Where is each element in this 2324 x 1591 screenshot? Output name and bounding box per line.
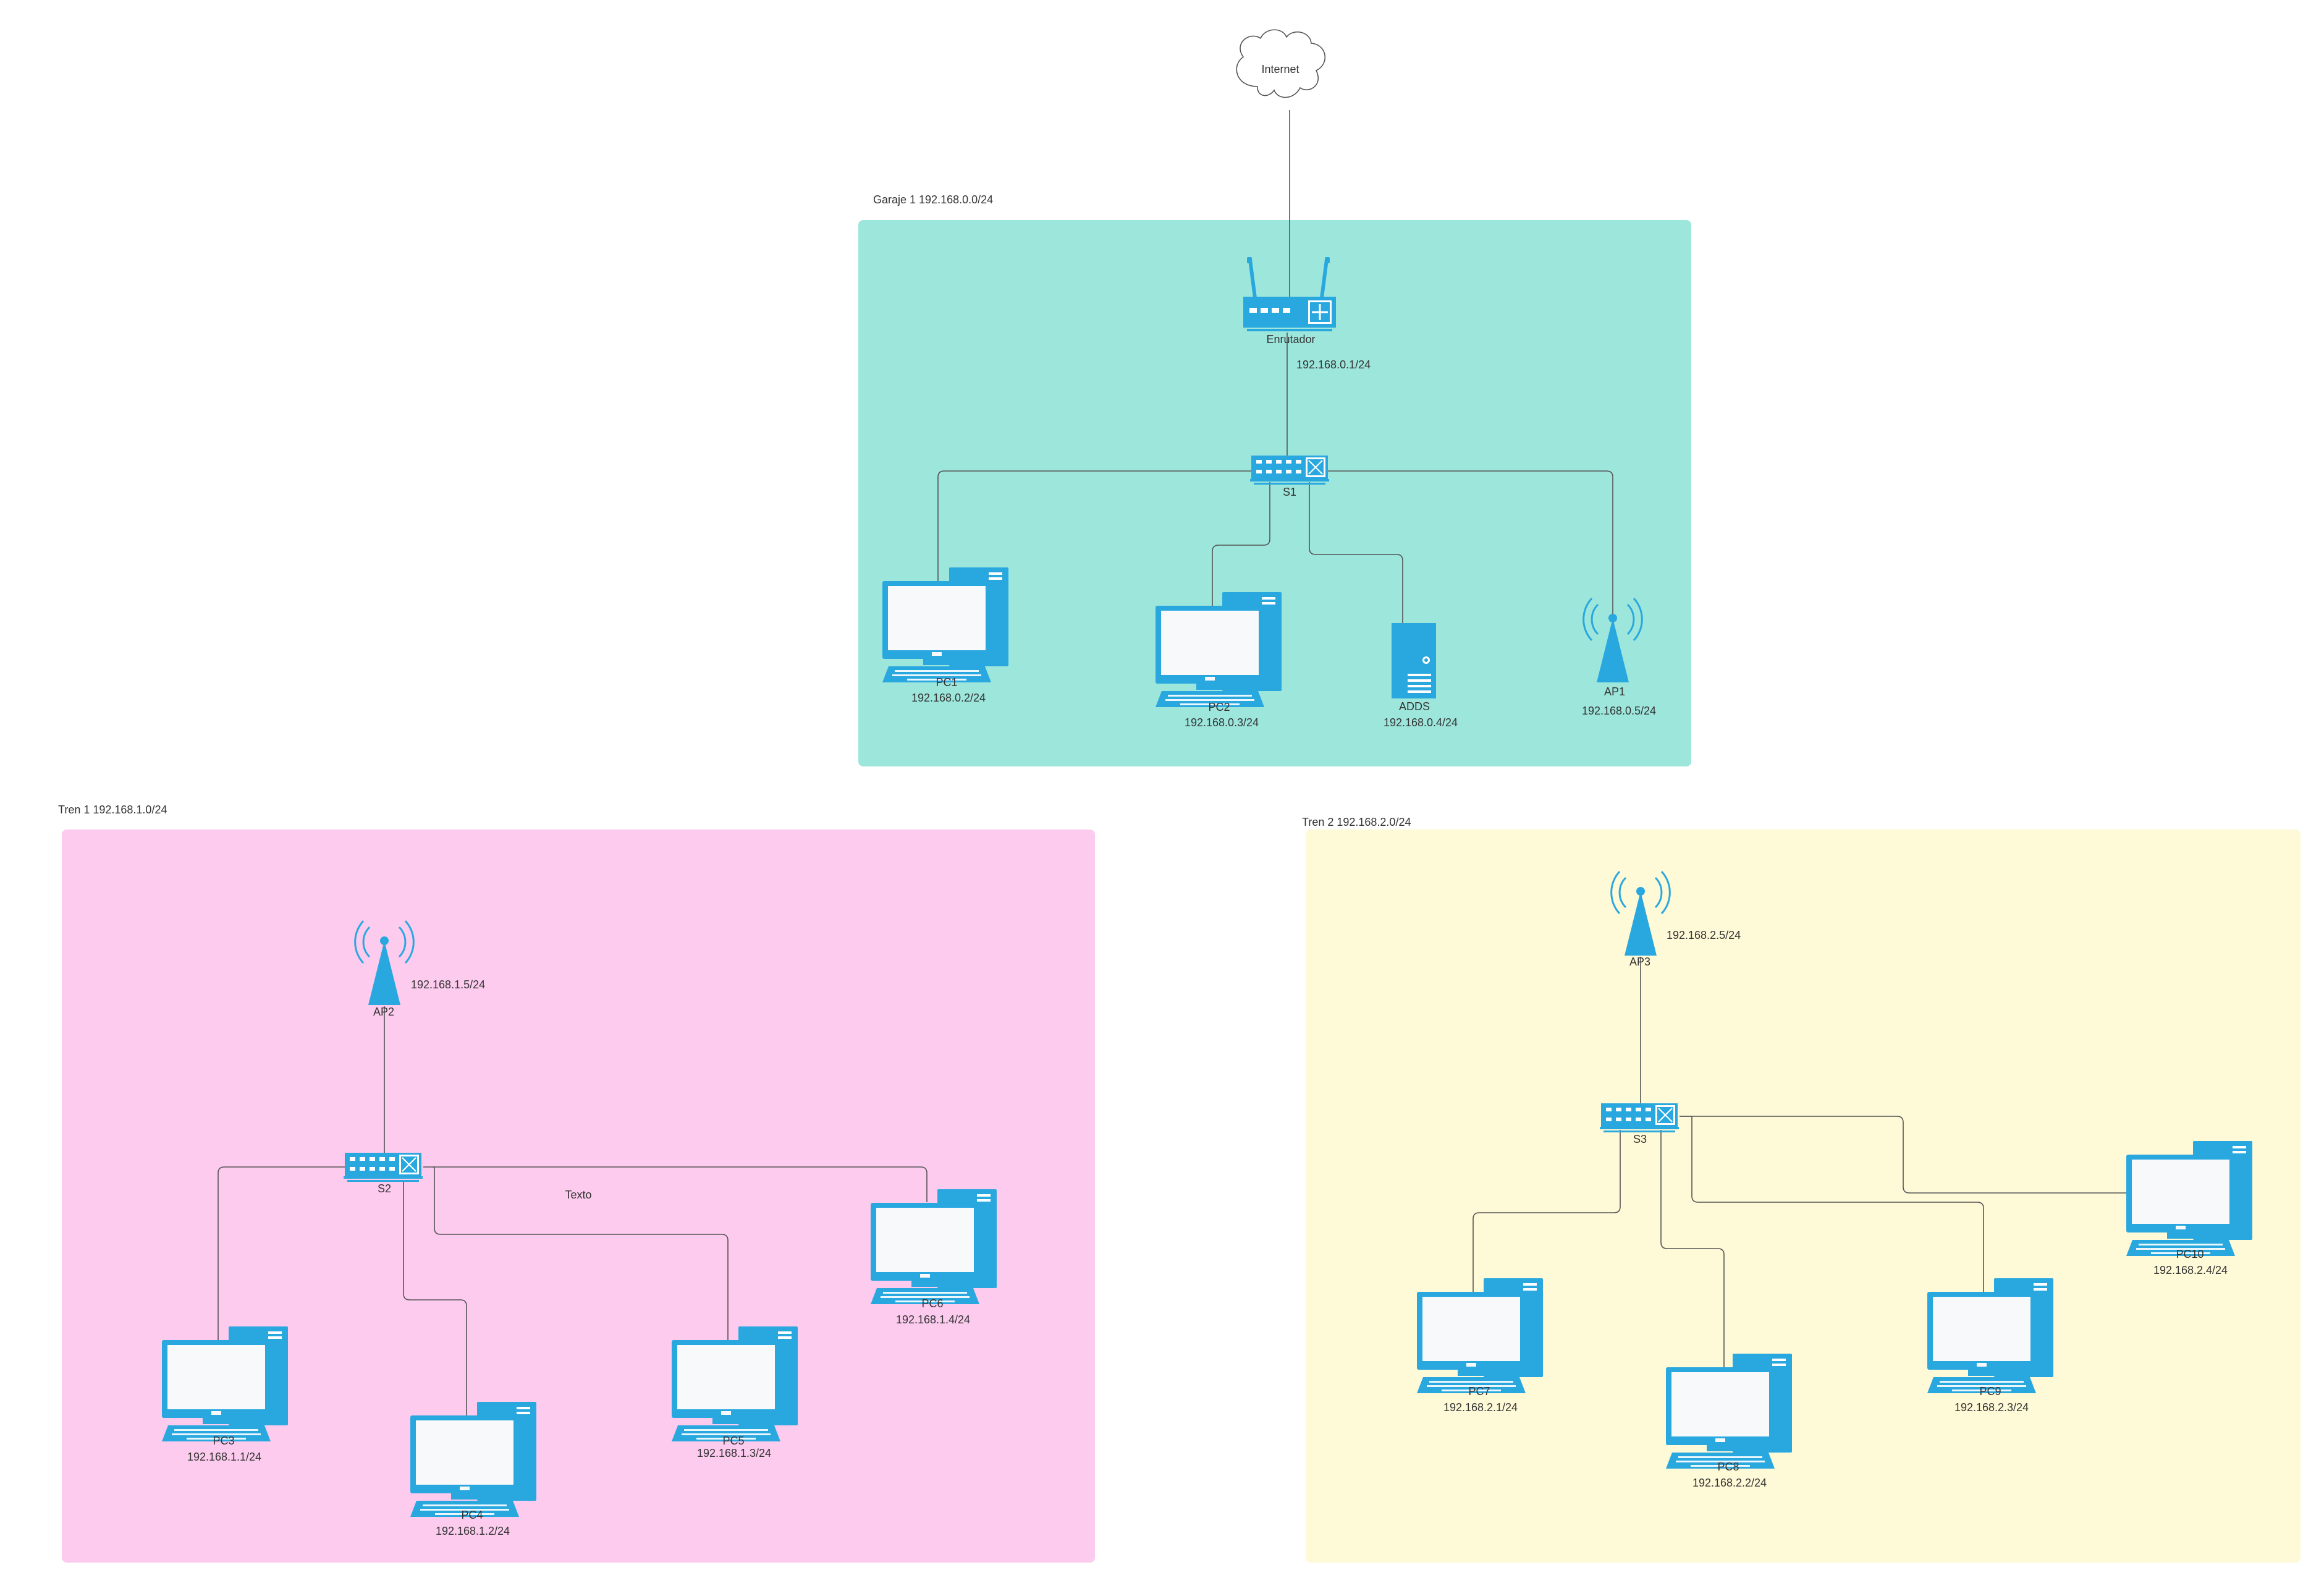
link-s3-pc10 <box>1680 1116 2127 1194</box>
link-s3-pc8 <box>1660 1130 1725 1367</box>
ap2-ip: 192.168.1.5/24 <box>411 978 486 991</box>
pc3-icon[interactable] <box>162 1326 288 1441</box>
link-s1-pc1 <box>937 470 1253 583</box>
free-text-label[interactable]: Texto <box>565 1189 592 1201</box>
pc6-ip: 192.168.1.4/24 <box>895 1313 971 1326</box>
router-name: Enrutador <box>1266 333 1316 346</box>
pc10-name: PC10 <box>2176 1248 2204 1260</box>
pc6-name: PC6 <box>921 1297 944 1310</box>
pc7-ip: 192.168.2.1/24 <box>1443 1401 1518 1414</box>
pc10-icon[interactable] <box>2126 1141 2252 1256</box>
pc5-name: PC5 <box>722 1435 745 1447</box>
server-adds-name: ADDS <box>1398 700 1430 713</box>
router-ip: 192.168.0.1/24 <box>1296 359 1371 371</box>
pc8-name: PC8 <box>1717 1461 1739 1473</box>
pc5-ip: 192.168.1.3/24 <box>696 1447 772 1459</box>
link-s3-pc9 <box>1680 1116 1984 1292</box>
pc8-ip: 192.168.2.2/24 <box>1692 1477 1767 1489</box>
link-s1-adds <box>1309 482 1403 623</box>
switch-s3-label: S3 <box>1633 1133 1647 1145</box>
pc9-name: PC9 <box>1979 1385 2001 1398</box>
pc10-ip: 192.168.2.4/24 <box>2153 1264 2228 1276</box>
zone-tren1-title: Tren 1 192.168.1.0/24 <box>58 804 167 816</box>
router-icon[interactable] <box>1243 257 1336 331</box>
internet-cloud-icon[interactable] <box>1236 29 1325 98</box>
pc1-name: PC1 <box>936 676 958 689</box>
pc1-icon[interactable] <box>882 567 1008 682</box>
pc9-ip: 192.168.2.3/24 <box>1954 1401 2029 1414</box>
switch-s2-label: S2 <box>377 1182 392 1195</box>
pc1-ip: 192.168.0.2/24 <box>911 692 986 704</box>
ap2-name: AP2 <box>373 1006 395 1018</box>
pc2-ip: 192.168.0.3/24 <box>1184 716 1259 729</box>
pc7-icon[interactable] <box>1417 1278 1543 1393</box>
pc3-name: PC3 <box>213 1435 235 1447</box>
zone-garaje-title: Garaje 1 192.168.0.0/24 <box>873 193 994 206</box>
pc5-icon[interactable] <box>672 1326 798 1441</box>
switch-s1-label: S1 <box>1282 486 1297 498</box>
link-s2-pc4 <box>403 1181 467 1415</box>
link-s1-ap1 <box>1322 470 1613 621</box>
ap3-ip: 192.168.2.5/24 <box>1667 929 1741 941</box>
connections <box>218 110 2127 1415</box>
switch-s3-icon[interactable] <box>1599 1103 1680 1133</box>
server-adds-icon[interactable] <box>1392 623 1436 698</box>
link-s2-pc3 <box>218 1166 354 1340</box>
link-s3-pc7 <box>1473 1130 1621 1292</box>
server-adds-ip: 192.168.0.4/24 <box>1383 716 1458 729</box>
pc3-ip: 192.168.1.1/24 <box>187 1451 262 1463</box>
switch-s2-icon[interactable] <box>343 1152 423 1182</box>
ap1-name: AP1 <box>1604 685 1626 698</box>
ap3-name: AP3 <box>1629 956 1651 968</box>
link-s2-pc6 <box>423 1166 927 1202</box>
pc4-ip: 192.168.1.2/24 <box>435 1525 510 1537</box>
ap3-icon[interactable] <box>1610 870 1671 957</box>
pc4-icon[interactable] <box>410 1402 536 1517</box>
pc7-name: PC7 <box>1468 1385 1490 1398</box>
pc4-name: PC4 <box>461 1509 483 1521</box>
pc2-name: PC2 <box>1208 701 1230 713</box>
pc8-icon[interactable] <box>1666 1354 1792 1469</box>
switch-s1-icon[interactable] <box>1249 455 1330 485</box>
ap2-icon[interactable] <box>354 920 415 1006</box>
pc6-icon[interactable] <box>871 1189 997 1304</box>
ap1-ip: 192.168.0.5/24 <box>1581 705 1657 717</box>
zone-tren2-title: Tren 2 192.168.2.0/24 <box>1302 816 1411 828</box>
link-s2-pc5 <box>433 1166 729 1340</box>
link-s1-pc2 <box>1212 482 1270 608</box>
pc9-icon[interactable] <box>1927 1278 2053 1393</box>
internet-label: Internet <box>1261 63 1299 75</box>
pc2-icon[interactable] <box>1156 592 1282 707</box>
